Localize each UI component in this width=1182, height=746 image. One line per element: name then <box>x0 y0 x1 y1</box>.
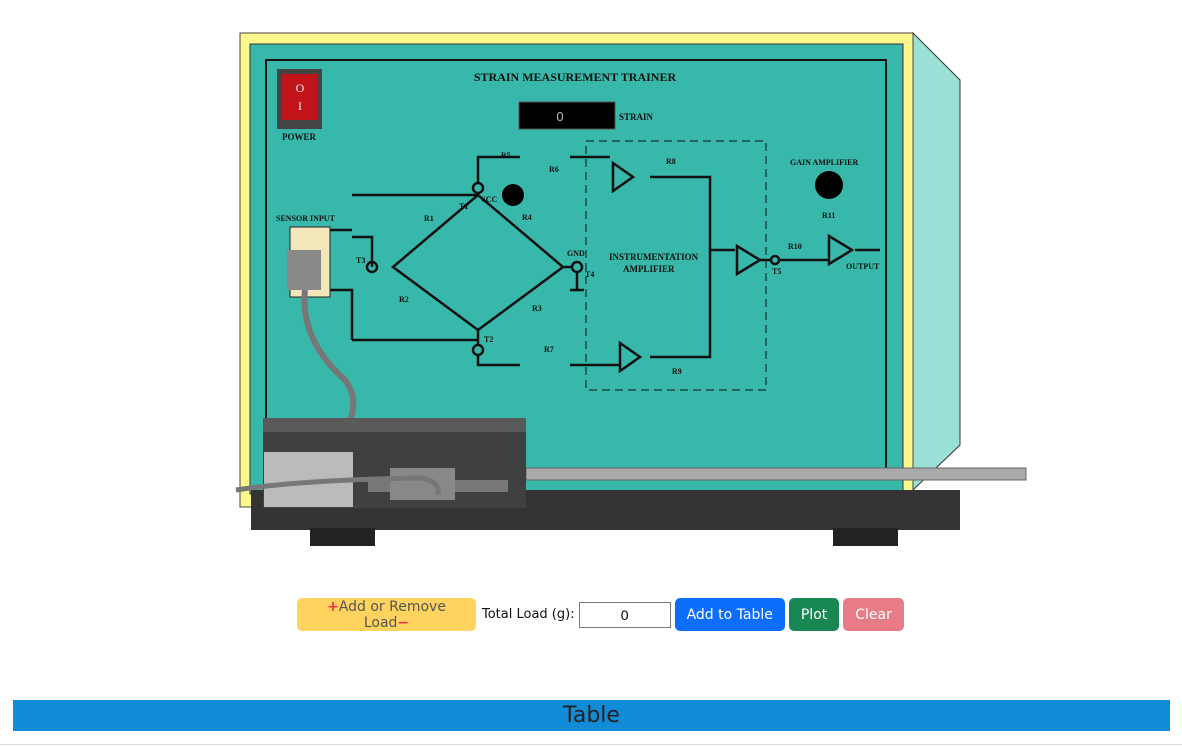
minus-icon: − <box>397 614 410 631</box>
add-remove-load-button[interactable]: +Add or Remove Load− <box>297 598 476 631</box>
vcc-label: VCC <box>480 195 498 204</box>
t5-label: T5 <box>772 267 781 276</box>
output-label: OUTPUT <box>846 262 880 271</box>
r11-label: R11 <box>822 211 835 220</box>
panel-side <box>912 31 961 492</box>
sensor-input-connector[interactable] <box>287 226 331 298</box>
plus-icon: + <box>327 598 339 615</box>
circuit-wiring <box>330 155 880 374</box>
total-load-input[interactable] <box>578 601 671 628</box>
t4-label: T4 <box>585 270 594 279</box>
power-off-mark: I <box>298 99 302 113</box>
inst-amp-label-2: AMPLIFIER <box>623 264 675 274</box>
base-foot-left <box>310 528 375 546</box>
load-cell-top <box>263 418 526 432</box>
control-bar: +Add or Remove Load− Total Load (g): Add… <box>297 598 904 631</box>
clear-button[interactable]: Clear <box>843 598 904 631</box>
resistor-labels: R1 R2 R3 R4 R5 R6 R7 R8 R9 R10 R11 T1 T2… <box>356 151 835 376</box>
table-header[interactable]: Table <box>13 700 1170 731</box>
gain-amp-label: GAIN AMPLIFIER <box>790 158 858 167</box>
cantilever-rod <box>525 467 1027 481</box>
strain-value: 0 <box>556 109 563 124</box>
r7-label: R7 <box>544 345 554 354</box>
strain-label: STRAIN <box>619 112 654 122</box>
t2-label: T2 <box>484 335 493 344</box>
power-on-mark: O <box>296 81 305 95</box>
power-switch[interactable]: O I <box>277 69 322 129</box>
power-label: POWER <box>282 132 317 142</box>
t1-label: T1 <box>459 202 468 211</box>
vcc-knob[interactable] <box>502 184 524 206</box>
sensor-cable <box>301 289 357 427</box>
strain-display <box>518 101 616 130</box>
sensor-input-label: SENSOR INPUT <box>276 214 336 223</box>
r10-label: R10 <box>788 242 802 251</box>
r5-label: R5 <box>501 151 511 160</box>
plot-button[interactable]: Plot <box>788 598 840 631</box>
inst-amp-box <box>585 140 767 391</box>
inst-amp-label: INSTRUMENTATION <box>609 252 699 262</box>
gain-knob[interactable] <box>815 171 843 199</box>
r8-label: R8 <box>666 157 676 166</box>
r4-label: R4 <box>522 213 532 222</box>
t3-label: T3 <box>356 256 365 265</box>
r1-label: R1 <box>424 214 434 223</box>
r2-label: R2 <box>399 295 409 304</box>
base-foot-right <box>833 528 898 546</box>
strain-trainer: STRAIN MEASUREMENT TRAINER O I POWER 0 S… <box>235 31 1027 546</box>
divider <box>0 744 1182 745</box>
add-to-table-button[interactable]: Add to Table <box>674 598 785 631</box>
r9-label: R9 <box>672 367 682 376</box>
total-load-label: Total Load (g): <box>482 607 575 622</box>
load-label: Add or Remove Load <box>338 598 446 631</box>
gnd-label: GND <box>567 249 585 258</box>
strain-gauge <box>390 468 455 500</box>
r6-label: R6 <box>549 165 559 174</box>
r3-label: R3 <box>532 304 542 313</box>
gauge-wire <box>235 475 441 496</box>
trainer-title: STRAIN MEASUREMENT TRAINER <box>474 70 677 84</box>
